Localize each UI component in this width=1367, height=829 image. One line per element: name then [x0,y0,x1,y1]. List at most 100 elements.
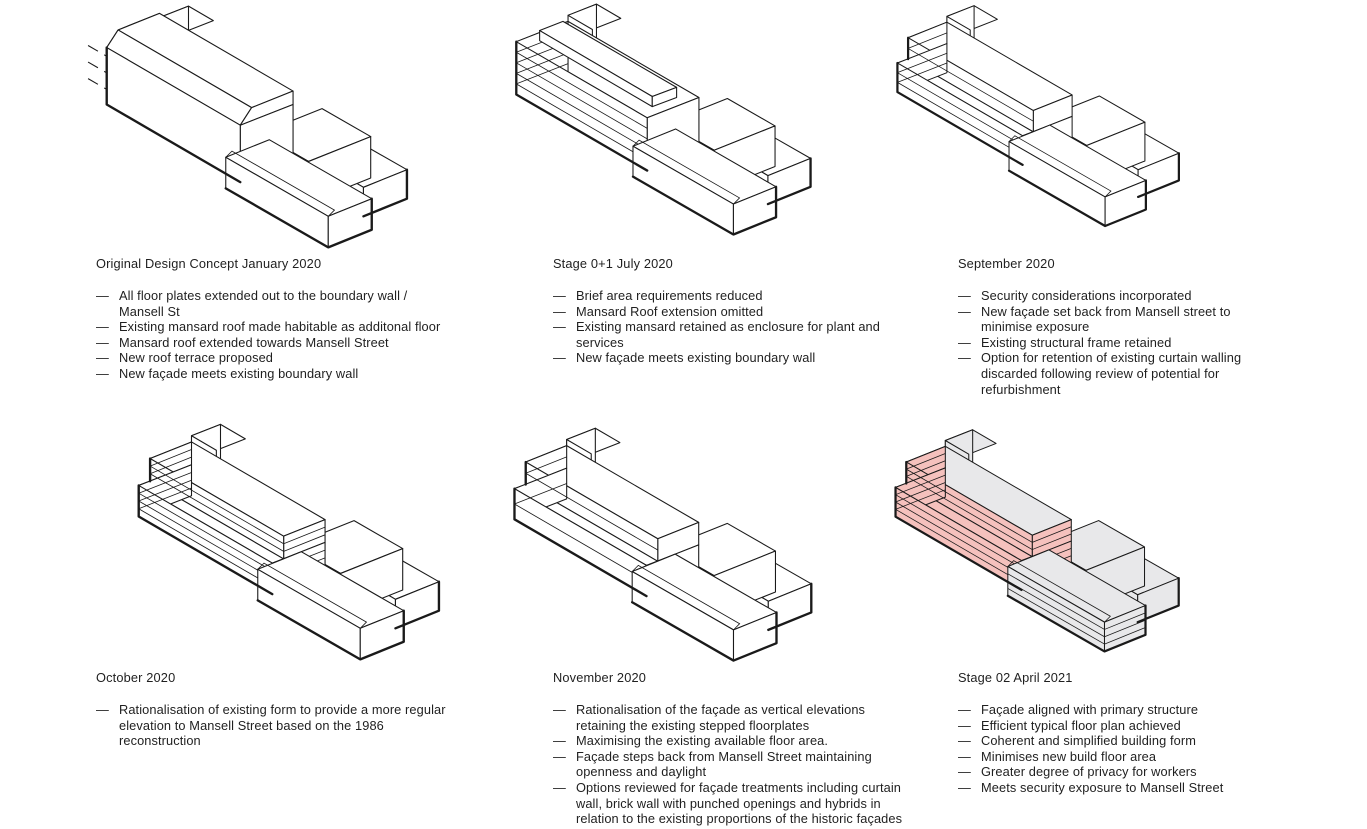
bullet-dash: — [958,748,971,764]
list-item: — Rationalisation of existing form to pro… [96,702,452,749]
list-item: — Existing mansard retained as enclosure … [553,319,913,350]
bullet-text: New façade meets existing boundary wall [576,350,816,366]
panel-title: September 2020 [958,256,1055,271]
panel-october-2020: October 2020 — Rationalisation of existin… [96,670,452,749]
bullet-dash: — [958,334,971,350]
bullet-text: Greater degree of privacy for workers [981,764,1197,780]
bullet-dash: — [553,748,566,764]
list-item: —Brief area requirements reduced [553,288,913,304]
bullet-dash: — [553,303,566,319]
annex-block [1008,124,1147,227]
stepped-main-block [896,21,1073,166]
bullet-text: All floor plates extended out to the bou… [119,288,408,319]
bullet-dash: — [96,702,109,717]
bullet-dash: — [958,350,971,366]
bullet-dash: — [958,717,971,733]
list-item: —Mansard roof extended towards Mansell S… [96,335,452,351]
list-item: — Rationalisation of the façade as vertic… [553,702,911,733]
bullet-dash: — [553,288,566,303]
panel-title: October 2020 [96,670,176,685]
bullet-dash: — [958,779,971,795]
bullet-dash: — [96,319,109,335]
bullet-text: Efficient typical floor plan achieved [981,717,1181,733]
bullet-dash: — [553,779,566,795]
bullet-text: Security considerations incorporated [981,288,1192,303]
list-item: — Mansard Roof extension omitted [553,304,913,320]
axon-drawing-stage-02-highlighted [894,429,1180,653]
bullet-list: — Façade aligned with primary structure —… [958,702,1280,796]
bullet-dash: — [958,733,971,749]
list-item: — Existing mansard roof made habitable as… [96,319,452,335]
bullet-text: Option for retention of existing curtain… [981,350,1242,397]
bullet-list: —Brief area requirements reduced — Mansar… [553,288,913,366]
annex-block [632,128,777,236]
axon-drawing-september-2020 [896,5,1180,228]
bullet-text: Rationalisation of the façade as vertica… [576,702,866,733]
panel-title: November 2020 [553,670,647,685]
axon-drawing-november-2020 [513,427,813,662]
list-item: — Minimises new build floor area [958,749,1280,765]
bullet-text: Existing structural frame retained [981,334,1172,350]
panel-stage-02: Stage 02 April 2021 —Façade aligned with… [958,670,1280,796]
bullet-dash: — [553,350,566,366]
panel-title: Original Design Concept January 2020 [96,256,322,271]
axon-drawing-october-2020 [137,423,441,661]
annex-block [1007,549,1147,652]
list-item: — Existing structural frame retained [958,335,1280,351]
bullet-text: Existing mansard retained as enclosure f… [576,319,880,350]
list-item: — Coherent and simplified building form [958,733,1280,749]
stepped-main-block [513,445,700,597]
axon-drawing-original-concept [87,5,409,249]
panel-november-2020: November 2020 — Rationalisation of the fa… [553,670,911,827]
bullet-text: New façade meets existing boundary wall [119,365,359,381]
bullet-dash: — [958,764,971,780]
roof-plant-enclosure [539,20,678,108]
bullet-dash: — [96,334,109,350]
bullet-text: Minimises new build floor area [981,748,1157,764]
axon-drawing-stage-0-1 [515,3,812,236]
bullet-text: Existing mansard roof made habitable as … [119,319,441,335]
bullet-dash: — [958,702,971,717]
bullet-text: Mansard Roof extension omitted [576,303,764,319]
bullet-text: Coherent and simplified building form [981,733,1196,749]
list-item: — Efficient typical floor plan achieved [958,718,1280,734]
annex-block [225,139,373,248]
bullet-list: — Security considerations incorporated — N… [958,288,1280,397]
bullet-text: Options reviewed for façade treatments i… [576,779,903,827]
bullet-text: Meets security exposure to Mansell Stree… [981,779,1224,795]
bullet-dash: — [553,702,566,717]
bullet-text: New roof terrace proposed [119,350,274,366]
list-item: — All floor plates extended out to the bo… [96,288,452,319]
list-item: — Façade aligned with primary structure [958,702,1280,718]
panel-original-concept: Original Design Concept January 2020 — Al… [96,256,452,382]
bullet-text: Façade steps back from Mansell Street ma… [576,748,872,780]
list-item: — Option for retention of existing curtai… [958,350,1280,397]
list-item: — New façade meets existing boundary wall [553,350,913,366]
bullet-dash: — [958,303,971,319]
highlighted-main-block [895,445,1072,591]
bullet-text: Maximising the existing available floor … [576,733,829,749]
panel-stage-0-1: Stage 0+1 July 2020 —Brief area requirem… [553,256,913,366]
bullet-text: Rationalisation of existing form to prov… [119,702,446,749]
bullet-dash: — [553,319,566,335]
list-item: —New roof terrace proposed [96,350,452,366]
bullet-dash: — [96,365,109,381]
list-item: — Greater degree of privacy for workers [958,764,1280,780]
panel-september-2020: September 2020 — Security considerations … [958,256,1280,397]
panel-title: Stage 0+1 July 2020 [553,256,673,271]
bullet-text: Façade aligned with primary structure [981,702,1199,717]
list-item: — New façade meets existing boundary wall [96,366,452,382]
list-item: — Options reviewed for façade treatments … [553,780,911,827]
stepped-main-block [138,441,326,595]
list-item: —Maximising the existing available floor… [553,733,911,749]
bullet-list: — All floor plates extended out to the bo… [96,288,452,382]
list-item: — Security considerations incorporated [958,288,1280,304]
list-item: — New façade set back from Mansell street… [958,304,1280,335]
bullet-text: New façade set back from Mansell street … [981,303,1231,335]
annex-block [631,553,778,662]
bullet-dash: — [958,288,971,303]
bullet-dash: — [96,288,109,303]
main-block-mansard [106,12,294,183]
bullet-list: — Rationalisation of existing form to pro… [96,702,452,749]
